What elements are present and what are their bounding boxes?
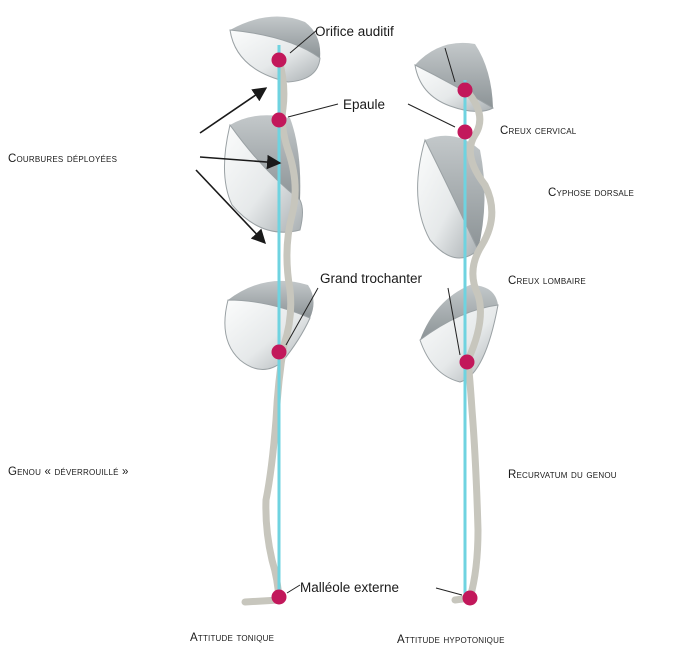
tonique-dot-orifice: [272, 53, 287, 68]
label-creux-cervical: Creux cervical: [500, 125, 577, 137]
label-creux-lombaire: Creux lombaire: [508, 275, 586, 287]
label-orifice-auditif: Orifice auditif: [315, 24, 394, 39]
tonique-dot-epaule: [272, 113, 287, 128]
tonique-pelvis-shell: [225, 281, 314, 370]
label-grand-trochanter: Grand trochanter: [320, 271, 423, 286]
tonique-dot-malleole: [272, 590, 287, 605]
hypotonique-dot-orifice: [458, 83, 473, 98]
caption-attitude-hypotonique: Attitude hypotonique: [397, 634, 505, 646]
hypotonique-thorax-shell: [418, 136, 485, 258]
label-malleole-externe: Malléole externe: [300, 580, 399, 595]
label-epaule: Epaule: [343, 97, 385, 112]
tonique-dot-trochanter: [272, 345, 287, 360]
caption-attitude-tonique: Attitude tonique: [190, 632, 274, 644]
hypotonique-figure: [415, 43, 498, 606]
label-recurvatum-genou: Recurvatum du genou: [508, 469, 617, 481]
hypotonique-dot-trochanter: [460, 355, 475, 370]
hypotonique-pelvis-shell: [420, 285, 498, 382]
hypotonique-dot-malleole: [463, 591, 478, 606]
label-courbures-deployees: Courbures déployées: [8, 153, 117, 165]
hypotonique-dot-epaule: [458, 125, 473, 140]
label-cyphose-dorsale: Cyphose dorsale: [548, 187, 634, 199]
label-genou-deverrouille: Genou « déverrouillé »: [8, 466, 129, 478]
tonique-head-shell: [230, 17, 320, 82]
